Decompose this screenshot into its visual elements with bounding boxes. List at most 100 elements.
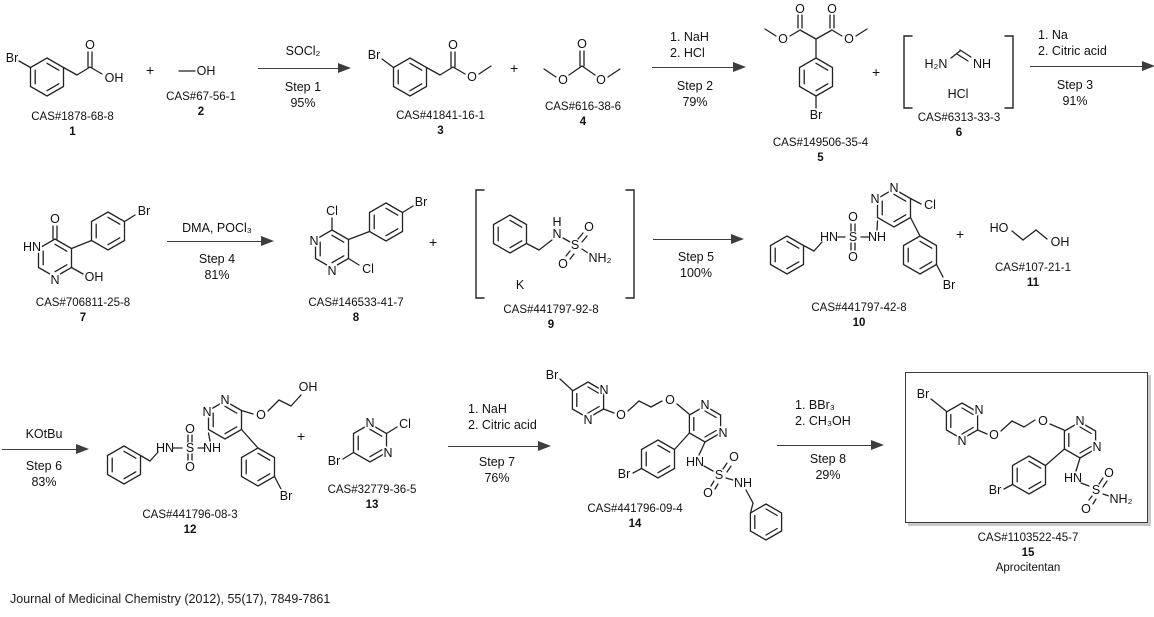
atom-cl: Cl <box>399 417 411 431</box>
benzene-ring <box>29 57 65 97</box>
step-yield: 83% <box>31 475 57 489</box>
benzene-ring <box>769 235 805 275</box>
atom-o: O <box>596 73 606 87</box>
step-yield: 79% <box>682 95 708 109</box>
atom-nh: NH <box>868 230 886 244</box>
plus-sign: + <box>510 60 519 76</box>
compound-4-caption: CAS#616-38-6 4 <box>522 100 644 130</box>
atom-oh: OH <box>85 270 104 284</box>
atom-n: N <box>957 434 966 448</box>
molecule-9: H N S O O NH₂ K <box>475 189 635 299</box>
atom-nh: NH <box>973 57 991 71</box>
atom-br: Br <box>328 454 341 468</box>
compound-number: 5 <box>817 152 824 164</box>
atom-o: O <box>448 38 458 52</box>
atom-o: O <box>577 37 587 51</box>
plus-sign: + <box>872 64 881 80</box>
atom-o: O <box>778 32 788 46</box>
reaction-arrow-step7 <box>448 440 551 451</box>
bromopyrimidine-ring <box>945 402 979 440</box>
final-product-box: Br N N O O N N Br HN S O O NH₂ <box>905 372 1148 523</box>
step8-label: Step 8 29% <box>783 451 873 483</box>
atom-n: N <box>1092 440 1101 454</box>
step7-label: Step 7 76% <box>452 454 542 486</box>
compound-number: 12 <box>183 524 197 536</box>
step5-label: Step 5 100% <box>651 249 741 281</box>
atom-o: O <box>795 2 805 16</box>
compound-number: 4 <box>579 116 587 128</box>
atom-br: Br <box>618 467 631 481</box>
atom-o: O <box>844 32 854 46</box>
molecule-7: O HN N OH Br <box>21 202 152 289</box>
atom-nh2: NH₂ <box>589 251 612 265</box>
right-bracket <box>625 189 635 299</box>
atom-s: S <box>571 238 579 252</box>
step-yield: 76% <box>484 471 510 485</box>
step4-label: Step 4 81% <box>167 251 267 283</box>
step-name: Step 1 <box>284 80 322 94</box>
atom-s: S <box>715 468 723 482</box>
compound-number: 6 <box>955 127 963 139</box>
step-name: Step 2 <box>676 79 714 93</box>
right-bracket <box>1004 35 1014 109</box>
plus-sign: + <box>146 62 155 78</box>
benzene-ring <box>392 57 428 97</box>
cas-number: CAS#1878-68-8 <box>31 111 114 123</box>
atom-n: N <box>870 192 879 206</box>
pyrimidine-ring <box>688 405 722 443</box>
step-name: Step 4 <box>198 252 236 266</box>
compound-15-caption: CAS#1103522-45-7 15 Aprocitentan <box>948 531 1108 576</box>
reaction-arrow-step5 <box>653 233 744 244</box>
step2-label: Step 2 79% <box>655 78 735 110</box>
atom-cl: Cl <box>362 262 374 276</box>
step-name: Step 5 <box>677 250 715 264</box>
journal-citation: Journal of Medicinal Chemistry (2012), 5… <box>10 592 331 606</box>
cas-number: CAS#146533-41-7 <box>308 297 404 309</box>
atom-h2n: H₂N <box>925 57 948 71</box>
plus-sign: + <box>956 226 965 242</box>
atom-o: O <box>729 450 739 464</box>
molecule-14: Br N N O O N N Br HN S O O NH <box>544 366 783 541</box>
atom-o: O <box>703 486 713 500</box>
plus-sign: + <box>297 428 306 444</box>
atom-br: Br <box>546 368 559 382</box>
atom-n: N <box>202 405 211 419</box>
molecule-3: Br O O <box>366 36 492 97</box>
atom-n: N <box>327 264 336 278</box>
compound-number: 11 <box>1026 277 1040 289</box>
reaction-arrow-step1 <box>258 62 351 73</box>
compound-number: 10 <box>852 317 866 329</box>
atom-br: Br <box>989 483 1002 497</box>
atom-br: Br <box>810 108 823 122</box>
benzene-ring <box>106 445 142 485</box>
molecule-11: HO OH <box>988 219 1071 250</box>
atom-o: O <box>185 460 195 474</box>
atom-ho: HO <box>990 221 1009 235</box>
atom-nh: NH <box>203 441 221 455</box>
atom-nh: NH <box>734 476 752 490</box>
benzene-ring <box>1011 455 1047 495</box>
cas-number: CAS#441796-08-3 <box>142 509 238 521</box>
step-yield: 100% <box>680 266 712 280</box>
atom-o: O <box>558 257 568 271</box>
atom-o: O <box>185 422 195 436</box>
atom-nh2: NH₂ <box>1110 492 1133 506</box>
molecule-4: O O O <box>543 35 621 89</box>
benzene-ring <box>798 57 834 97</box>
compound-number: 7 <box>79 312 87 324</box>
step-name: Step 8 <box>809 452 847 466</box>
molecule-12: N N O OH NH S HN O O Br <box>106 378 319 505</box>
reaction-arrow-step4 <box>167 235 274 246</box>
compound-2-caption: CAS#67-56-1 2 <box>157 90 245 120</box>
compound-number: 1 <box>69 126 76 138</box>
benzene-ring <box>749 503 783 541</box>
pyrimidinone-ring <box>37 238 73 278</box>
compound-number: 14 <box>628 518 642 530</box>
reaction-arrow-step6 <box>2 443 89 454</box>
step-name: Step 7 <box>478 455 516 469</box>
atom-n: N <box>220 393 229 407</box>
compound-6-caption: CAS#6313-33-3 6 <box>898 111 1020 141</box>
atom-n: N <box>583 413 592 427</box>
molecule-5: O O O O Br <box>764 2 868 124</box>
